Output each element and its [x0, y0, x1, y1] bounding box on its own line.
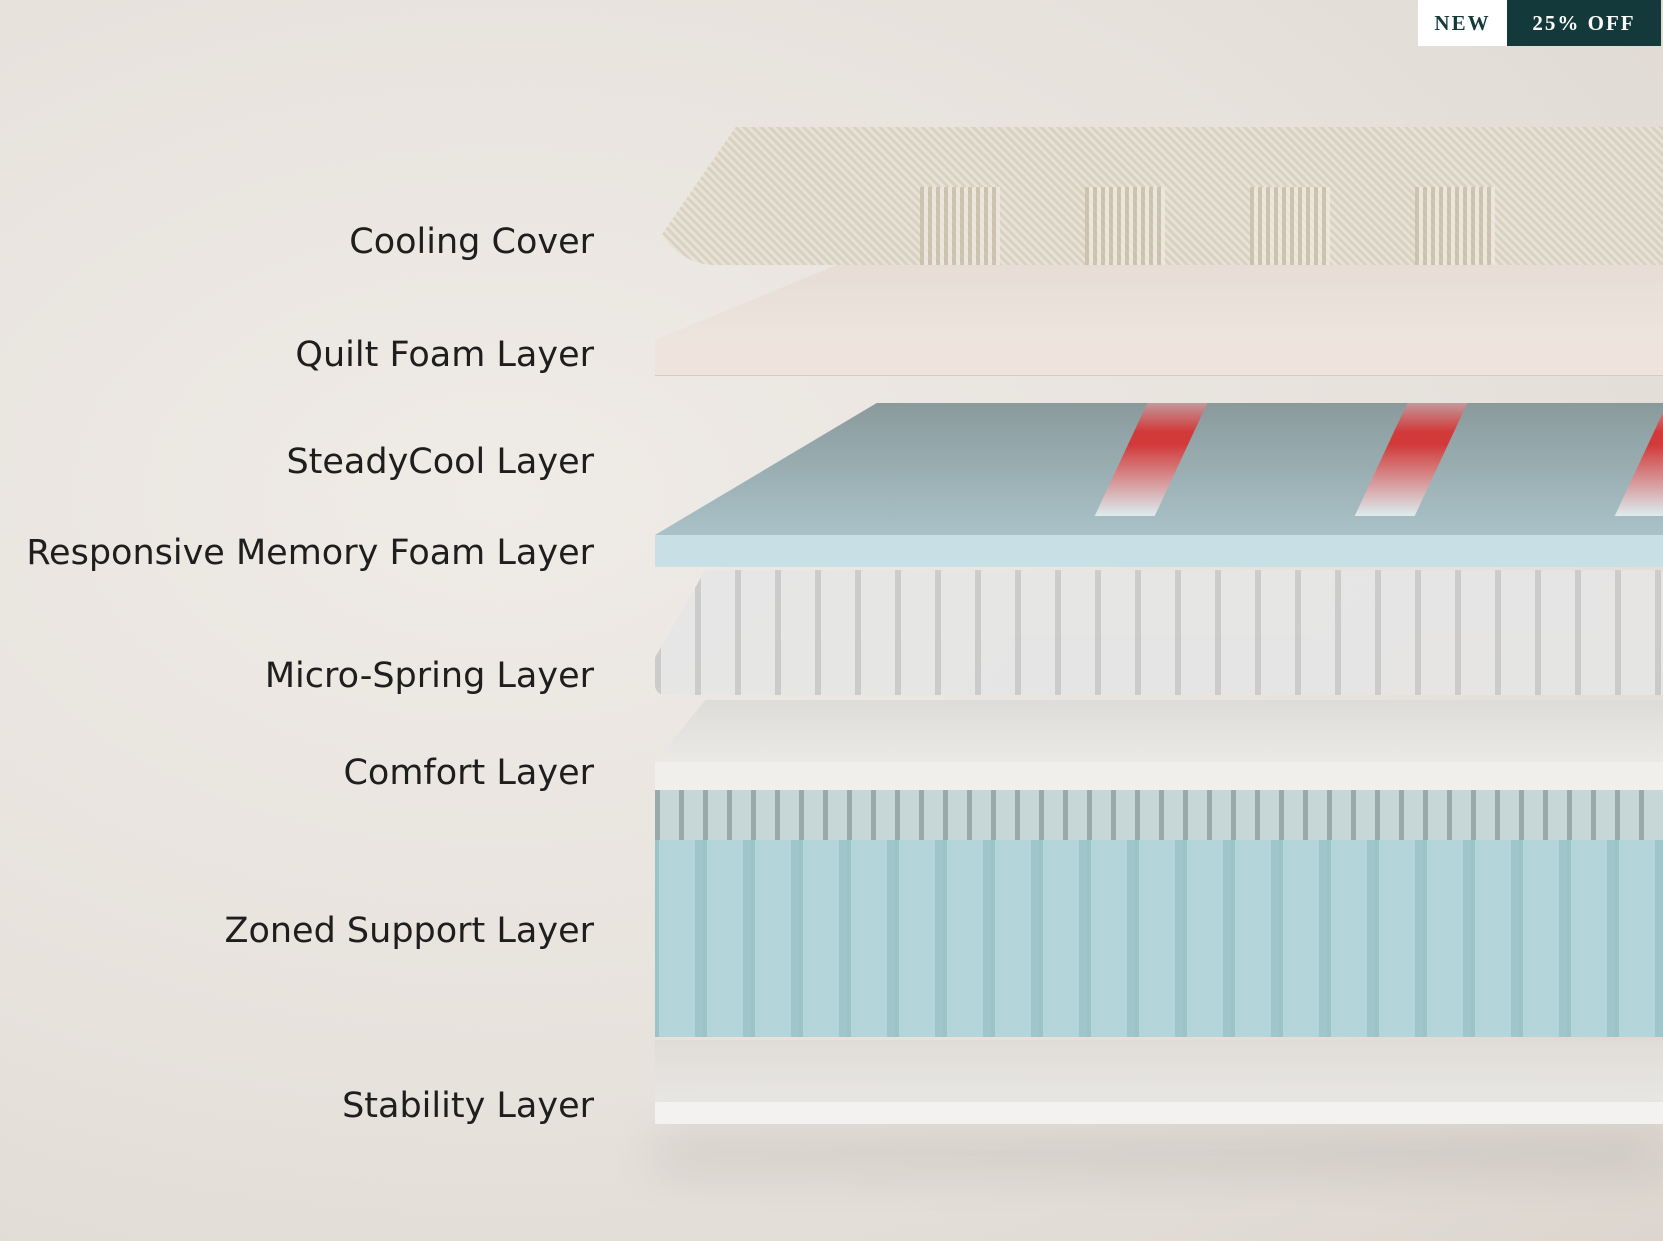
label-zoned-support: Zoned Support Layer: [224, 911, 594, 951]
zoned-support-layer: [655, 840, 1663, 1037]
heat-strip: [1354, 403, 1476, 516]
quilt-foam-layer: [655, 340, 1663, 376]
promo-badges: NEW 25% OFF: [1418, 0, 1661, 46]
cooling-cover-layer: [655, 127, 1663, 265]
label-quilt-foam: Quilt Foam Layer: [295, 335, 594, 375]
new-badge: NEW: [1418, 0, 1507, 46]
stability-top: [655, 1040, 1663, 1102]
label-memory-foam: Responsive Memory Foam Layer: [26, 533, 594, 573]
memory-foam-layer: [655, 535, 1663, 567]
zoned-support-top: [655, 790, 1663, 840]
cover-pattern: [1415, 187, 1495, 265]
heat-strip: [1614, 403, 1663, 516]
heat-strip: [1094, 403, 1216, 516]
label-cooling-cover: Cooling Cover: [349, 222, 594, 262]
label-stability: Stability Layer: [342, 1086, 594, 1126]
label-comfort: Comfort Layer: [343, 753, 594, 793]
cover-pattern: [1085, 187, 1165, 265]
steadycool-top: [655, 403, 1663, 535]
cover-pattern: [1250, 187, 1330, 265]
label-steadycool: SteadyCool Layer: [286, 442, 594, 482]
quilt-foam-top: [655, 265, 1663, 340]
micro-spring-layer: [655, 570, 1663, 695]
stability-layer: [655, 1102, 1663, 1124]
comfort-top: [655, 700, 1663, 762]
discount-badge: 25% OFF: [1507, 0, 1661, 46]
comfort-layer: [655, 762, 1663, 790]
label-micro-spring: Micro-Spring Layer: [264, 656, 594, 696]
cover-pattern: [920, 187, 1000, 265]
